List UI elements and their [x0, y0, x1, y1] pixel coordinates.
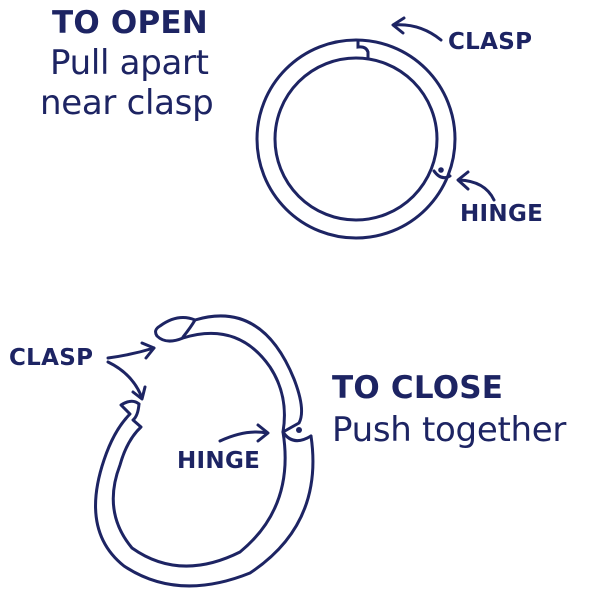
open-ring-lower-outer-edge [94, 399, 315, 588]
closed-ring-outer-edge [255, 38, 457, 240]
open-instructions-title: TO OPEN [52, 5, 208, 41]
open-ring-clasp-label: CLASP [9, 345, 94, 371]
closed-ring-clasp-seam [356, 39, 370, 59]
close-instructions-title: TO CLOSE [332, 370, 504, 406]
closed-ring-hinge-pin [438, 167, 444, 173]
clasp-arrow-bottom-lower [106, 360, 147, 401]
open-instructions-line-2: near clasp [40, 83, 214, 123]
open-ring [94, 314, 315, 588]
closed-ring-inner-edge [273, 56, 439, 222]
closed-ring-arrows [391, 16, 496, 202]
open-ring-hinge-seam [281, 430, 313, 443]
open-ring-upper-arm [154, 314, 304, 434]
closed-ring-hinge-label: HINGE [460, 201, 544, 227]
hinge-arrow-top [456, 170, 496, 202]
closed-ring-hinge-seam [432, 169, 452, 180]
open-ring-hinge-label: HINGE [177, 448, 261, 474]
hinge-arrow-bottom [218, 423, 270, 443]
open-ring-arrows [106, 341, 270, 443]
open-ring-hinge-pin [296, 427, 302, 433]
open-instructions-line-1: Pull apart [50, 43, 209, 83]
close-instructions-line-1: Push together [332, 410, 567, 450]
clasp-arrow-bottom-upper [106, 341, 156, 360]
clasp-arrow-top [391, 16, 443, 42]
closed-ring-clasp-label: CLASP [448, 29, 533, 55]
closed-ring [255, 38, 457, 240]
open-ring-lower-inner-edge [111, 402, 287, 568]
open-ring-clasp-tip [181, 318, 197, 339]
